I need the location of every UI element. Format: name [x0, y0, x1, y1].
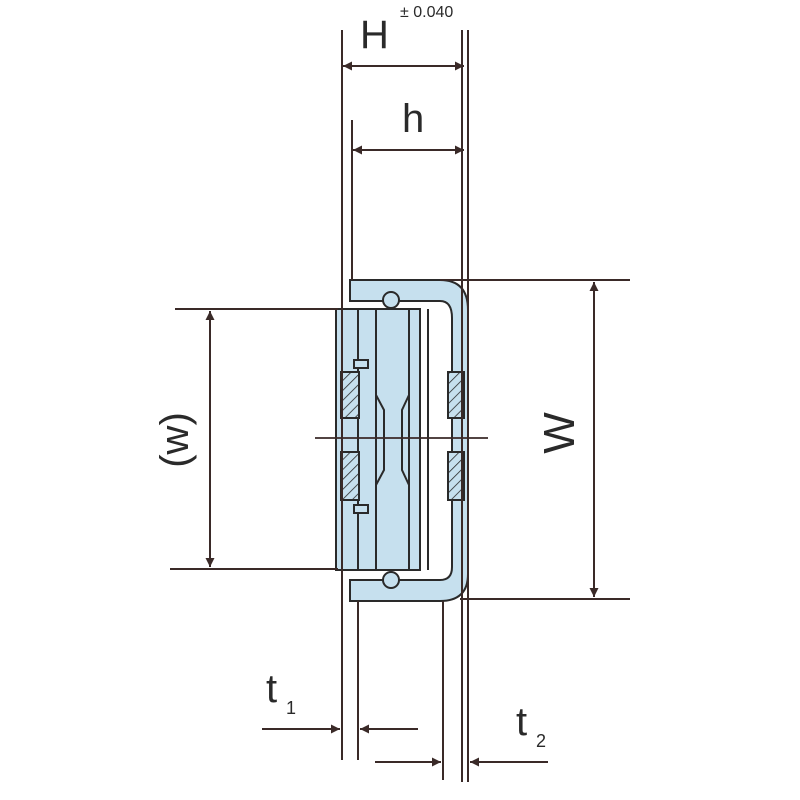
right-retainer-upper	[447, 371, 465, 419]
dimension-lines	[205, 61, 599, 767]
label-H: H	[360, 13, 389, 57]
label-t2-subscript: 2	[536, 731, 546, 751]
label-t2: t	[516, 700, 527, 744]
label-t1: t	[266, 667, 277, 711]
part-section	[335, 279, 469, 602]
label-W: W	[535, 412, 584, 454]
right-retainer-lower	[447, 451, 465, 501]
waist-profile	[375, 394, 385, 486]
label-H-tolerance: ± 0.040	[400, 4, 453, 21]
bottom-ball	[382, 571, 400, 589]
inner-block	[335, 308, 421, 571]
left-retainer-upper	[340, 371, 360, 419]
top-ball	[382, 291, 400, 309]
outer-channel-profile	[349, 279, 469, 602]
label-t1-subscript: 1	[286, 698, 296, 718]
label-h: h	[402, 97, 424, 141]
left-retainer-lower	[340, 451, 360, 501]
label-w: (w)	[153, 412, 197, 468]
extension-lines	[170, 30, 630, 782]
